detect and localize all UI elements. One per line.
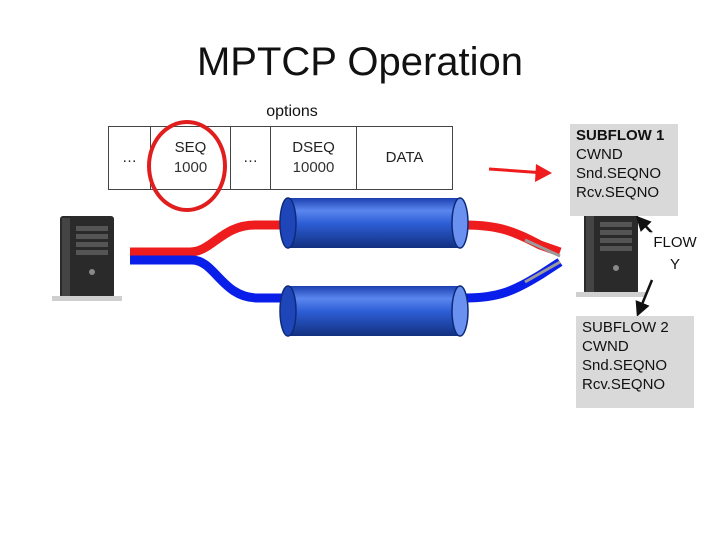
arrow-icon — [488, 164, 552, 182]
subflow-2-box: SUBFLOW 2 CWND Snd.SEQNO Rcv.SEQNO — [576, 316, 694, 408]
options-label: options — [266, 103, 318, 120]
arrow-icon — [524, 238, 561, 284]
header-field-label: DATA — [385, 149, 424, 166]
flow-label-line: Y — [669, 256, 680, 273]
subflow-1-line: Rcv.SEQNO — [576, 184, 660, 201]
subflow-2-line: Snd.SEQNO — [582, 357, 668, 374]
subflow-2-line: CWND — [582, 338, 629, 355]
header-field-value: 10000 — [292, 159, 335, 176]
subflow-2-line: Rcv.SEQNO — [582, 376, 666, 393]
page-title: MPTCP Operation — [196, 40, 524, 84]
header-field-data: DATA — [357, 127, 452, 189]
arrow-icon — [635, 279, 654, 317]
subflow-1-heading: SUBFLOW 1 — [576, 127, 665, 144]
header-field-label: … — [243, 149, 258, 166]
subflow-1-path — [130, 220, 562, 257]
header-field-label: … — [122, 149, 137, 166]
subflow-1-line: Snd.SEQNO — [576, 165, 662, 182]
subflow-1-line: CWND — [576, 146, 623, 163]
header-field-ellipsis-2: … — [231, 127, 271, 189]
server-icon — [576, 212, 646, 297]
arrow-icon — [635, 215, 653, 234]
subflow-1-tube — [279, 197, 469, 249]
header-field-label: DSEQ — [292, 139, 335, 156]
subflow-2-heading: SUBFLOW 2 — [582, 319, 669, 336]
header-field-dseq: DSEQ 10000 — [271, 127, 357, 189]
server-icon — [52, 216, 122, 301]
flow-label-line: FLOW — [653, 234, 697, 251]
subflow-1-box: SUBFLOW 1 CWND Snd.SEQNO Rcv.SEQNO — [570, 124, 678, 216]
subflow-2-tube — [279, 285, 469, 337]
flow-label: FLOW Y — [640, 232, 710, 276]
seq-highlight-circle — [147, 120, 227, 212]
